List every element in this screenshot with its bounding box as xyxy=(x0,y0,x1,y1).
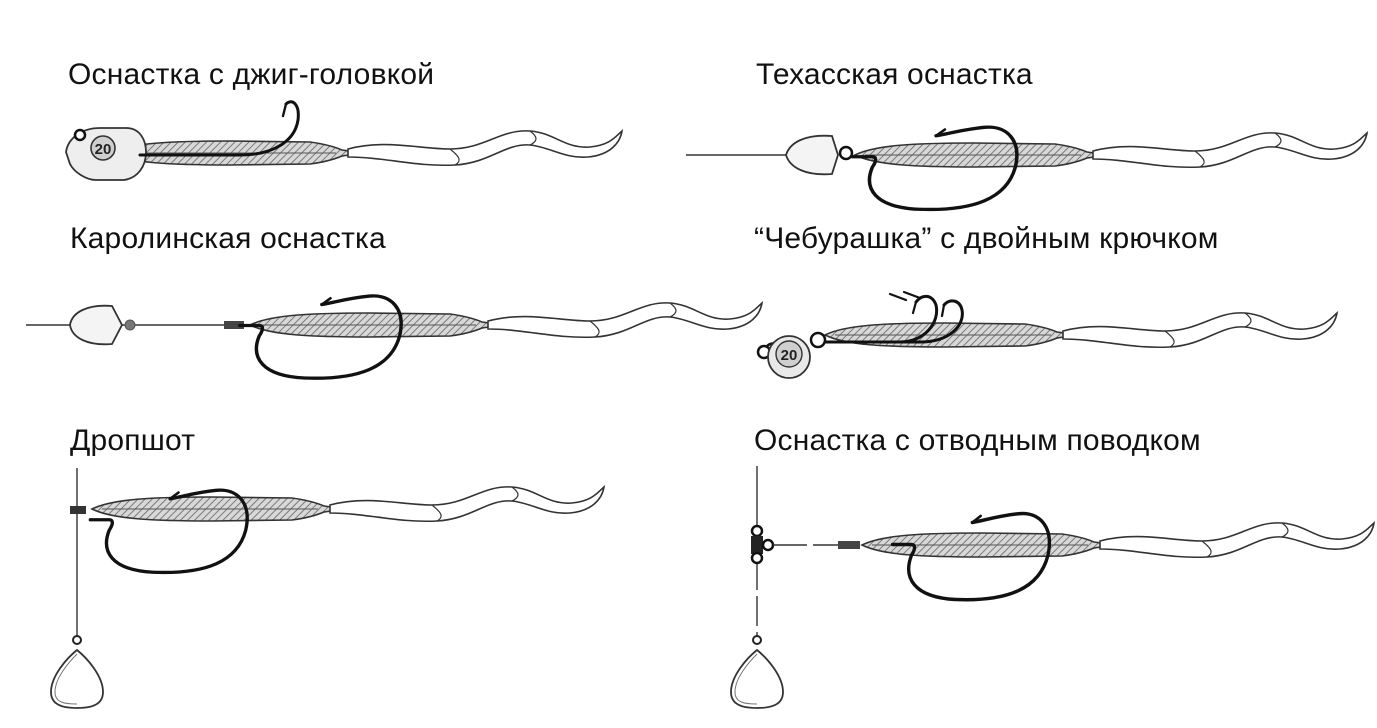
rig-title-cheburashka: “Чебурашка” с двойным крючком xyxy=(754,222,1219,255)
rig-title-drop-leader: Оснастка с отводным поводком xyxy=(754,424,1201,457)
rig-title-carolina: Каролинская оснастка xyxy=(70,222,386,255)
rig-title-texas: Техасская оснастка xyxy=(756,58,1033,91)
texas-rig-icon xyxy=(686,125,1368,212)
drop-shot-rig-icon xyxy=(50,468,605,709)
jig-head-rig-icon: 20 xyxy=(65,100,623,181)
rig-title-drop-shot: Дропшот xyxy=(70,424,196,457)
cheburashka-weight-label: 20 xyxy=(781,347,798,364)
rig-title-jig-head: Оснастка с джиг-головкой xyxy=(68,58,435,91)
cheburashka-double-hook-rig-icon: 20 xyxy=(756,290,1338,379)
carolina-rig-icon xyxy=(26,294,763,380)
drop-leader-rig-icon xyxy=(730,466,1375,709)
jig-weight-label: 20 xyxy=(95,141,112,158)
